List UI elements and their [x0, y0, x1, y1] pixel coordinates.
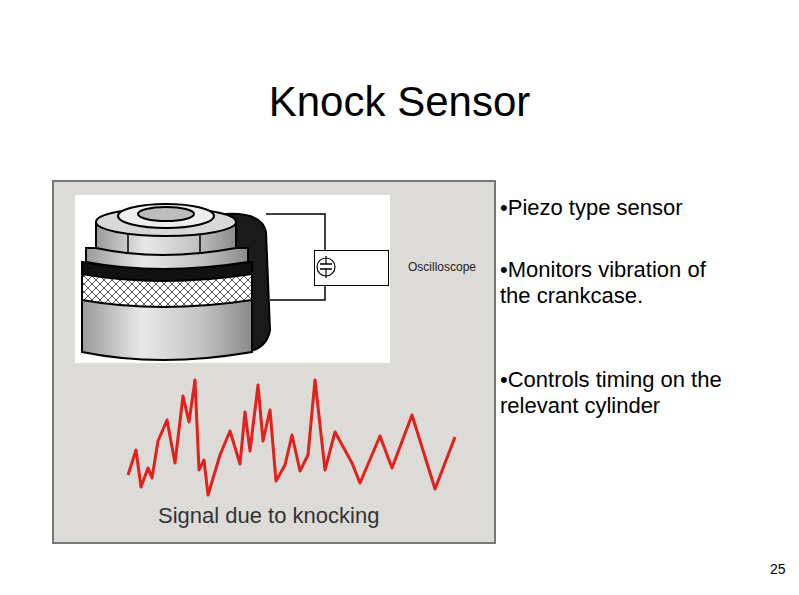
sensor-background — [75, 195, 390, 363]
signal-caption: Signal due to knocking — [158, 503, 379, 529]
probe-symbol — [312, 252, 342, 282]
figure-panel — [53, 181, 495, 543]
slide-title: Knock Sensor — [0, 78, 799, 126]
bullet-point: •Piezo type sensor — [500, 195, 760, 221]
bullet-point: •Monitors vibration of the crankcase. — [500, 257, 718, 309]
oscilloscope-label: Oscilloscope — [408, 260, 476, 274]
page-number: 25 — [770, 561, 786, 577]
ground-wire — [270, 285, 325, 300]
oscilloscope-box: Oscilloscope — [314, 250, 389, 286]
bullet-point: •Controls timing on the relevant cylinde… — [500, 367, 770, 419]
knock-sensor-drawing — [82, 204, 270, 360]
knock-signal-trace — [128, 380, 455, 495]
signal-wire — [266, 214, 325, 250]
